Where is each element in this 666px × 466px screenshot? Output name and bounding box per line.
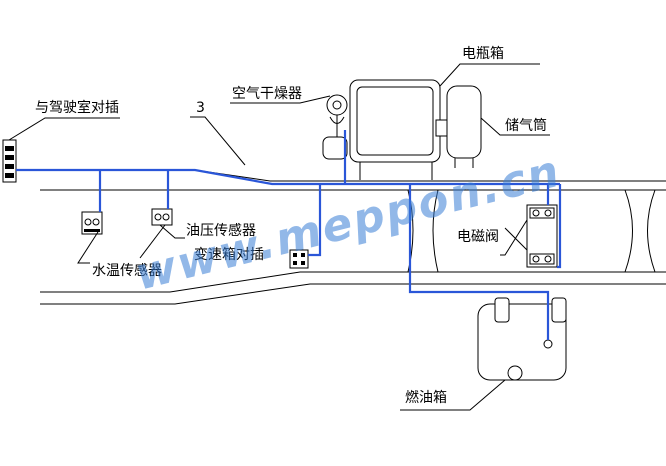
transmission-connector-icon	[289, 249, 309, 269]
fuel-tank-icon	[477, 297, 567, 381]
wiring-harness	[16, 130, 562, 340]
air-tank-icon	[446, 85, 482, 168]
water-temp-leader-1	[77, 231, 99, 264]
wire-number-leader	[190, 116, 246, 166]
battery-box-leader	[439, 63, 540, 87]
oil-pressure-sensor-icon	[151, 208, 173, 226]
water-temp-sensor-label: 水温传感器	[92, 262, 162, 279]
battery-box-label: 电瓶箱	[462, 46, 504, 62]
oil-pressure-sensor-label: 油压传感器	[186, 222, 256, 239]
cab-connector-leader	[8, 117, 120, 141]
battery-box-icon	[349, 79, 449, 180]
oil-pressure-leader	[159, 224, 185, 239]
fuel-tank-leader	[400, 379, 506, 411]
air-dryer-leader	[230, 95, 331, 104]
transmission-connector-label: 变速箱对插	[194, 247, 264, 263]
solenoid-valve-icon	[526, 204, 558, 268]
air-dryer-label: 空气干燥器	[232, 86, 302, 102]
solenoid-valve-leader-1	[500, 219, 528, 256]
cab-connector-icon	[2, 139, 17, 183]
air-tank-leader	[480, 117, 550, 136]
wire-number-label: 3	[196, 100, 205, 116]
water-temp-sensor-icon	[81, 211, 103, 235]
chassis-frame	[40, 169, 666, 305]
cab-connector-label: 与驾驶室对插	[35, 99, 119, 116]
air-tank-label: 储气筒	[505, 117, 547, 134]
air-dryer-icon	[322, 94, 348, 160]
solenoid-valve-label: 电磁阀	[457, 229, 499, 245]
fuel-tank-label: 燃油箱	[405, 389, 447, 406]
solenoid-valve-leader-2	[504, 227, 528, 251]
water-temp-leader-2	[139, 224, 166, 259]
